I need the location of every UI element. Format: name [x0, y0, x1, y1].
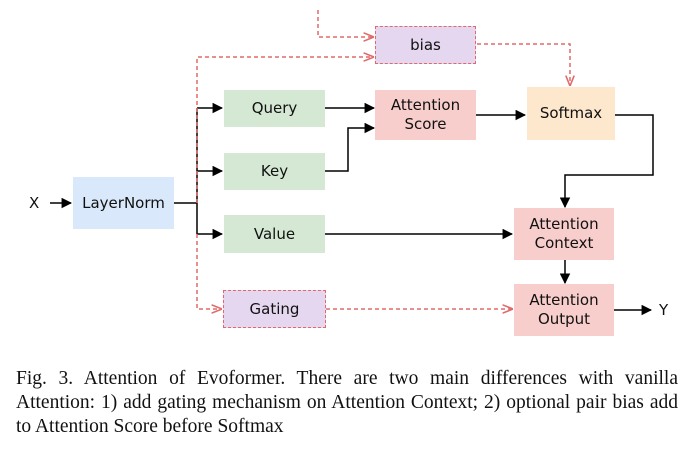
gating-node: Gating: [223, 290, 326, 328]
figure-caption: Fig. 3. Attention of Evoformer. There ar…: [16, 368, 678, 437]
bias-node: bias: [375, 26, 476, 64]
edge-bias-to-softmax: [477, 43, 570, 85]
attention-output-node: Attention Output: [514, 284, 614, 336]
key-label: Key: [260, 162, 289, 180]
softmax-node: Softmax: [527, 87, 615, 140]
attention-output-label-line2: Output: [537, 310, 591, 328]
attention-score-label-line2: Score: [404, 115, 447, 133]
attention-context-label-line1: Attention: [529, 215, 599, 233]
softmax-label: Softmax: [539, 104, 603, 122]
layernorm-label: LayerNorm: [82, 193, 165, 212]
layernorm-node: LayerNorm: [73, 177, 174, 229]
value-label: Value: [253, 224, 296, 243]
attention-output-label-line1: Attention: [529, 291, 599, 309]
gating-label: Gating: [249, 299, 300, 318]
attention-score-label-line1: Attention: [390, 96, 461, 114]
value-node: Value: [224, 215, 325, 253]
bias-label: bias: [410, 35, 441, 54]
query-label: Query: [251, 99, 298, 117]
edge-pair-to-bias: [317, 10, 373, 37]
edge-softmax-to-context: [559, 114, 654, 209]
query-node: Query: [224, 90, 325, 127]
input-x-label: X: [29, 194, 40, 212]
evoformer-attention-diagram: X Y bias Query Attention Score Softmax K…: [29, 10, 669, 336]
diagram-edges: [50, 10, 654, 316]
key-node: Key: [224, 153, 325, 190]
edge-key-to-score: [325, 122, 376, 172]
attention-context-label-line2: Context: [534, 234, 594, 252]
edge-layernorm-to-gating: [196, 234, 221, 309]
attention-score-node: Attention Score: [375, 90, 476, 140]
output-y-label: Y: [659, 301, 669, 319]
attention-context-node: Attention Context: [514, 208, 614, 260]
